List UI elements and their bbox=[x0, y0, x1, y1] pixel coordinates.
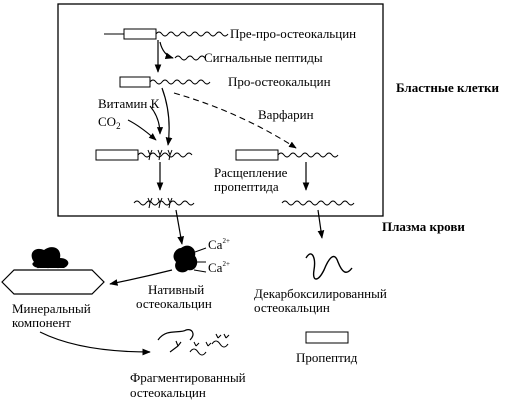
pre-pro-osteocalcin-label: Пре-про-остеокальцин bbox=[230, 26, 356, 41]
native-osteocalcin-shape bbox=[173, 245, 207, 273]
arrow-secretion-native bbox=[175, 209, 184, 245]
arrow-to-signal-peptides bbox=[159, 41, 174, 60]
arrow-to-fragmented bbox=[39, 331, 151, 356]
arrow-vitamin-k bbox=[149, 105, 164, 135]
arrow-co2 bbox=[127, 119, 157, 141]
blood-plasma-label: Плазма крови bbox=[382, 219, 465, 234]
propeptide-shape bbox=[305, 331, 349, 344]
ca-label-1: Ca2+ bbox=[208, 237, 230, 252]
propeptide-cleavage-label-2: пропептида bbox=[214, 179, 279, 194]
pre-pro-osteocalcin-molecule bbox=[104, 28, 229, 40]
propeptide-label: Пропептид bbox=[296, 350, 358, 365]
signal-peptide-fragment bbox=[174, 55, 206, 61]
native-osteocalcin-label-1: Нативный bbox=[148, 282, 204, 297]
decarboxylated-osteocalcin-shape bbox=[305, 253, 353, 280]
fragmented-osteocalcin-label-2: остеокальцин bbox=[130, 385, 206, 400]
pro-osteocalcin-molecule bbox=[119, 76, 211, 88]
vitamin-k-label: Витамин К bbox=[98, 96, 160, 111]
carboxylated-osteocalcin bbox=[133, 197, 195, 209]
mineral-component-shape bbox=[1, 247, 105, 295]
decarboxylated-chain bbox=[281, 200, 355, 206]
decarboxylated-label-1: Декарбоксилированный bbox=[254, 286, 387, 301]
arrow-to-carboxylated bbox=[161, 87, 173, 146]
co2-label: CO2 bbox=[98, 114, 121, 131]
propeptide-cleavage-label-1: Расщепление bbox=[214, 165, 288, 180]
warfarin-label: Варфарин bbox=[258, 107, 314, 122]
ca-label-2: Ca2+ bbox=[208, 260, 230, 275]
arrow-warfarin-dashed bbox=[173, 92, 297, 149]
fragmented-osteocalcin-shape bbox=[157, 329, 230, 356]
arrow-secretion-decarboxylated bbox=[317, 209, 325, 239]
arrow-to-mineral bbox=[109, 269, 173, 286]
carboxylated-pro-osteocalcin bbox=[95, 149, 193, 161]
uncarboxylated-pro-osteocalcin bbox=[235, 149, 339, 161]
native-osteocalcin-label-2: остеокальцин bbox=[136, 296, 212, 311]
blast-cells-label: Бластные клетки bbox=[396, 80, 499, 95]
decarboxylated-label-2: остеокальцин bbox=[254, 300, 330, 315]
fragmented-osteocalcin-label-1: Фрагментированный bbox=[130, 370, 246, 385]
blast-cell-boundary bbox=[57, 3, 384, 217]
mineral-component-label-1: Минеральный bbox=[12, 301, 91, 316]
mineral-component-label-2: компонент bbox=[12, 315, 71, 330]
signal-peptides-label: Сигнальные пептиды bbox=[204, 50, 323, 65]
pro-osteocalcin-label: Про-остеокальцин bbox=[228, 74, 331, 89]
